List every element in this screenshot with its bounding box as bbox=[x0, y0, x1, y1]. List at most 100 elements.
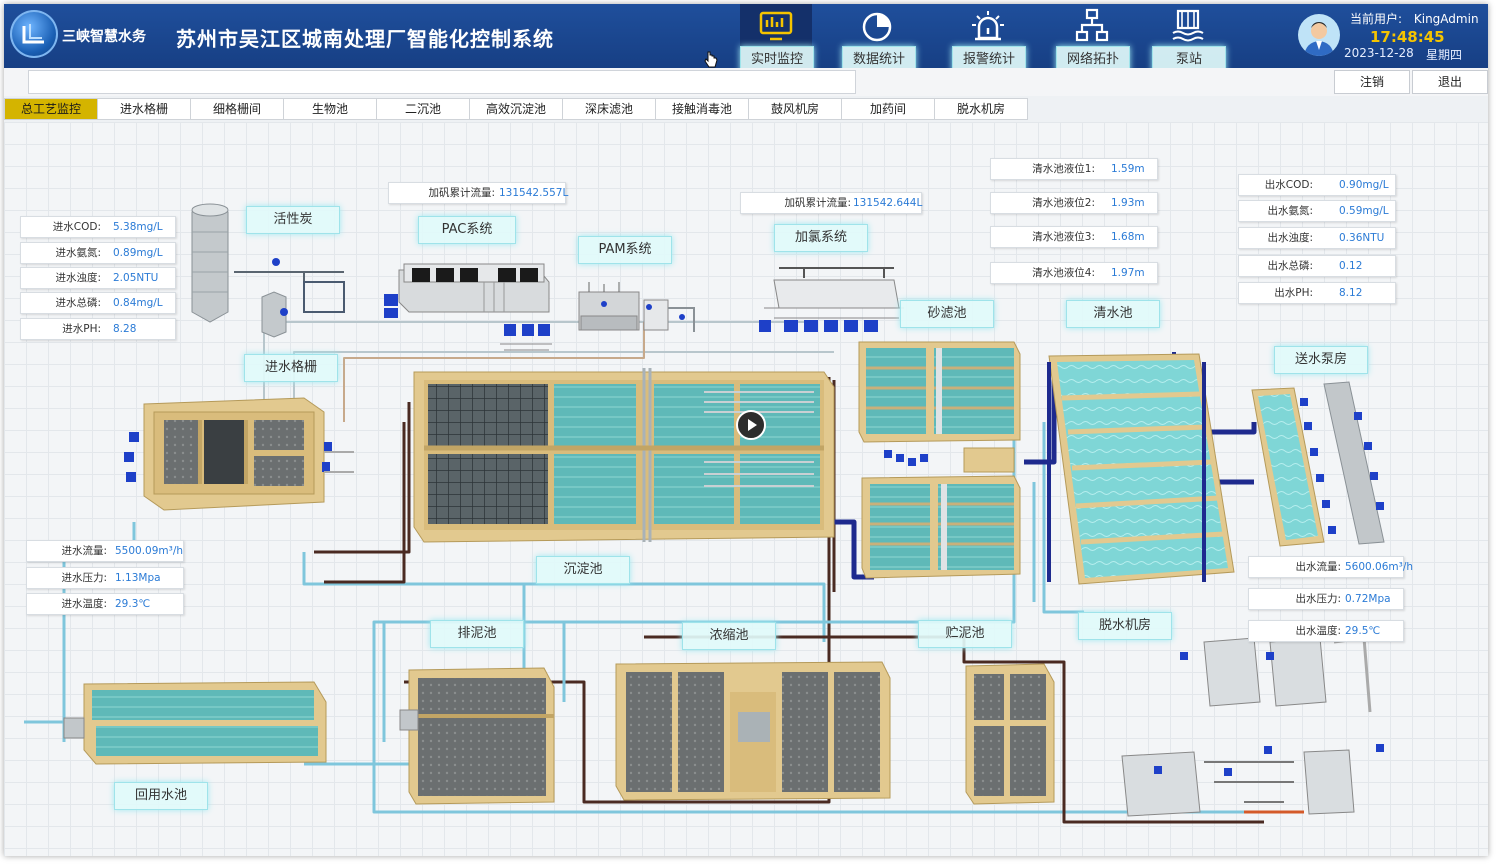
clear-level-2-value: 1.93m bbox=[1111, 197, 1145, 209]
logo-icon bbox=[10, 10, 58, 58]
outlet-flow-label: 出水流量: bbox=[1295, 561, 1341, 573]
tab-bio-tank[interactable]: 生物池 bbox=[283, 98, 377, 120]
nav-data-stats[interactable]: 数据统计 bbox=[842, 4, 916, 74]
process-diagram: 进水COD: 5.38mg/L 进水氨氮: 0.89mg/L 进水浊度: 2.0… bbox=[4, 122, 1488, 856]
outlet-phosphorus-label: 出水总磷: bbox=[1267, 260, 1313, 272]
inlet-screen-tank[interactable] bbox=[124, 397, 354, 511]
hand-cursor-icon bbox=[704, 51, 718, 68]
reuse-water-pool[interactable] bbox=[63, 681, 327, 765]
label-thickener[interactable]: 浓缩池 bbox=[682, 622, 776, 650]
inlet-ph-card: 进水PH: 8.28 bbox=[20, 318, 176, 340]
nav-network-topology[interactable]: 网络拓扑 bbox=[1056, 4, 1130, 74]
label-sand-filter[interactable]: 砂滤池 bbox=[900, 300, 994, 328]
outlet-ph-value: 8.12 bbox=[1339, 287, 1363, 299]
pie-chart-icon bbox=[862, 12, 892, 42]
sludge-storage-tank[interactable] bbox=[965, 663, 1055, 805]
tab-secondary-clarifier[interactable]: 二沉池 bbox=[376, 98, 470, 120]
outlet-turbidity-value: 0.36NTU bbox=[1339, 232, 1385, 244]
tab-high-efficiency-sedimentation[interactable]: 高效沉淀池 bbox=[469, 98, 563, 120]
inlet-cod-card: 进水COD: 5.38mg/L bbox=[20, 216, 176, 238]
tab-inlet-screen[interactable]: 进水格栅 bbox=[97, 98, 191, 120]
sub-toolbar: 注销 退出 bbox=[4, 68, 1488, 96]
system-title: 苏州市吴江区城南处理厂智能化控制系统 bbox=[176, 27, 554, 51]
dewatering-equipment[interactable] bbox=[1121, 636, 1384, 817]
nav-alarm-stats[interactable]: 报警统计 bbox=[952, 4, 1026, 74]
clear-water-pool[interactable] bbox=[1047, 353, 1235, 585]
inlet-temperature-card: 进水温度: 29.3℃ bbox=[26, 593, 184, 615]
nav-pump-station[interactable]: 泵站 bbox=[1152, 4, 1226, 74]
label-chlorine-system[interactable]: 加氯系统 bbox=[774, 224, 868, 252]
pam-system-equipment[interactable] bbox=[578, 282, 695, 332]
outlet-ammonia-card: 出水氨氮: 0.59mg/L bbox=[1238, 200, 1396, 222]
tab-blower-room[interactable]: 鼓风机房 bbox=[748, 98, 842, 120]
label-dewatering[interactable]: 脱水机房 bbox=[1078, 612, 1172, 640]
clear-level-2-label: 清水池液位2: bbox=[1032, 197, 1095, 209]
inlet-ph-value: 8.28 bbox=[113, 323, 137, 335]
pac-flow-value: 131542.557L bbox=[499, 187, 569, 199]
outlet-ammonia-label: 出水氨氮: bbox=[1267, 205, 1313, 217]
label-inlet-screen[interactable]: 进水格栅 bbox=[244, 354, 338, 382]
outlet-cod-value: 0.90mg/L bbox=[1339, 179, 1389, 191]
tab-dosing-room[interactable]: 加药间 bbox=[841, 98, 935, 120]
label-pump-house[interactable]: 送水泵房 bbox=[1274, 346, 1368, 374]
label-clear-water-pool[interactable]: 清水池 bbox=[1066, 300, 1160, 328]
label-activated-carbon[interactable]: 活性炭 bbox=[246, 206, 340, 234]
info-strip bbox=[28, 70, 856, 94]
exit-button[interactable]: 退出 bbox=[1412, 70, 1488, 94]
inlet-pressure-label: 进水压力: bbox=[61, 572, 107, 584]
clear-level-3-card: 清水池液位3: 1.68m bbox=[990, 226, 1158, 248]
inlet-phosphorus-value: 0.84mg/L bbox=[113, 297, 163, 309]
inlet-temperature-value: 29.3℃ bbox=[115, 598, 151, 610]
inlet-turbidity-value: 2.05NTU bbox=[113, 272, 159, 284]
sludge-drain-tank[interactable] bbox=[399, 667, 555, 805]
clear-level-1-value: 1.59m bbox=[1111, 163, 1145, 175]
label-sludge-drain[interactable]: 排泥池 bbox=[430, 620, 524, 648]
sedimentation-tank[interactable] bbox=[413, 368, 835, 543]
tab-dewatering-room[interactable]: 脱水机房 bbox=[934, 98, 1028, 120]
outlet-phosphorus-card: 出水总磷: 0.12 bbox=[1238, 255, 1396, 277]
pump-station-icon bbox=[1172, 9, 1204, 42]
label-pac-system[interactable]: PAC系统 bbox=[418, 216, 516, 244]
inlet-cod-label: 进水COD: bbox=[52, 221, 101, 233]
label-sludge-storage[interactable]: 贮泥池 bbox=[918, 620, 1012, 648]
activated-carbon-tower[interactable] bbox=[191, 203, 345, 338]
tab-fine-screen[interactable]: 细格栅间 bbox=[190, 98, 284, 120]
brand-name: 三峡智慧水务 bbox=[62, 29, 146, 45]
user-label: 当前用户: bbox=[1350, 12, 1403, 26]
inlet-cod-value: 5.38mg/L bbox=[113, 221, 163, 233]
sand-filter-tank[interactable] bbox=[858, 341, 1021, 579]
inlet-flow-card: 进水流量: 5500.09m³/h bbox=[26, 540, 184, 562]
thickener-tank[interactable] bbox=[615, 661, 891, 801]
pump-house[interactable] bbox=[1251, 381, 1385, 547]
weekday: 星期四 bbox=[1426, 48, 1463, 62]
outlet-flow-value: 5600.06m³/h bbox=[1345, 561, 1414, 573]
tab-contact-disinfection[interactable]: 接触消毒池 bbox=[655, 98, 749, 120]
clear-level-3-label: 清水池液位3: bbox=[1032, 231, 1095, 243]
chlorine-flow-label: 加矾累计流量: bbox=[784, 197, 851, 209]
clear-level-1-card: 清水池液位1: 1.59m bbox=[990, 158, 1158, 180]
logout-button[interactable]: 注销 bbox=[1334, 70, 1410, 94]
label-pam-system[interactable]: PAM系统 bbox=[578, 236, 672, 264]
clear-level-4-value: 1.97m bbox=[1111, 267, 1145, 279]
inlet-turbidity-card: 进水浊度: 2.05NTU bbox=[20, 267, 176, 289]
tab-deep-bed-filter[interactable]: 深床滤池 bbox=[562, 98, 656, 120]
label-sedimentation[interactable]: 沉淀池 bbox=[536, 556, 630, 584]
avatar[interactable] bbox=[1298, 14, 1340, 56]
chlorine-system-equipment[interactable] bbox=[759, 267, 904, 332]
inlet-temperature-label: 进水温度: bbox=[61, 598, 107, 610]
user-name: KingAdmin bbox=[1413, 12, 1479, 26]
clear-level-4-label: 清水池液位4: bbox=[1032, 267, 1095, 279]
inlet-phosphorus-label: 进水总磷: bbox=[55, 297, 101, 309]
outlet-ph-card: 出水PH: 8.12 bbox=[1238, 282, 1396, 304]
label-reuse-pool[interactable]: 回用水池 bbox=[114, 782, 208, 810]
tab-overview[interactable]: 总工艺监控 bbox=[4, 98, 98, 120]
header-bar: 三峡智慧水务 苏州市吴江区城南处理厂智能化控制系统 实时监控 数据统计 报警统计… bbox=[4, 4, 1488, 74]
chlorine-flow-value: 131542.644L bbox=[853, 197, 923, 209]
nav-realtime-monitor[interactable]: 实时监控 bbox=[740, 4, 814, 74]
outlet-cod-label: 出水COD: bbox=[1264, 179, 1313, 191]
clear-level-4-card: 清水池液位4: 1.97m bbox=[990, 262, 1158, 284]
pac-flow-label: 加矾累计流量: bbox=[428, 187, 495, 199]
clear-level-2-card: 清水池液位2: 1.93m bbox=[990, 192, 1158, 214]
play-video-button[interactable] bbox=[736, 410, 766, 440]
pac-system-equipment[interactable] bbox=[384, 263, 552, 351]
